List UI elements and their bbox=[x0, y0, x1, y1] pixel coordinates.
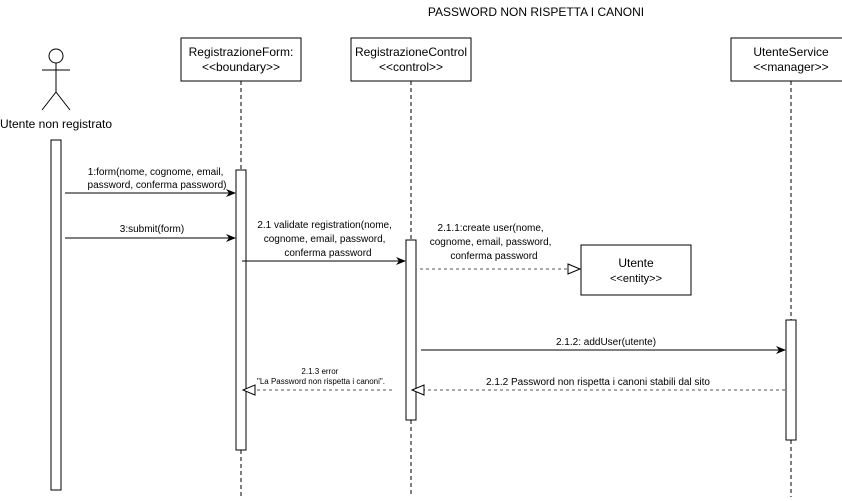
message-label-2-1-2: 2.1.2: addUser(utente) bbox=[556, 337, 656, 348]
message-label-2-1: 2.1 validate registration(nome, cognome,… bbox=[257, 220, 394, 259]
entity-name: Utente bbox=[618, 256, 654, 270]
actor-stick-figure-icon bbox=[41, 48, 71, 111]
activation-bar-service bbox=[785, 319, 797, 441]
activation-bar-form bbox=[235, 169, 247, 451]
lifeline-head-service[interactable] bbox=[730, 37, 842, 82]
lifeline-name-service: UtenteService bbox=[753, 45, 829, 59]
entity-box-utente[interactable] bbox=[580, 244, 692, 296]
lifeline-name-control: RegistrazioneControl bbox=[355, 45, 467, 59]
lifeline-name-form: RegistrazioneForm: bbox=[189, 45, 294, 59]
lifeline-stereotype-control: <<control>> bbox=[379, 60, 443, 74]
message-label-2-1-3: 2.1.3 error "La Password non rispetta i … bbox=[257, 367, 385, 386]
lifeline-stereotype-service: <<manager>> bbox=[753, 60, 828, 74]
message-label-3: 3:submit(form) bbox=[120, 224, 184, 235]
lifeline-stereotype-form: <<boundary>> bbox=[202, 60, 280, 74]
entity-stereotype: <<entity>> bbox=[610, 273, 662, 285]
activation-bar-control bbox=[405, 239, 417, 421]
actor-activation-bar bbox=[50, 139, 62, 491]
message-label-2-1-1: 2.1.1:create user(nome, cognome, email, … bbox=[430, 223, 555, 262]
message-label-1: 1:form(nome, cognome, email, password, c… bbox=[88, 167, 227, 191]
lifeline-head-control[interactable] bbox=[350, 37, 472, 82]
diagram-title: PASSWORD NON RISPETTA I CANONI bbox=[428, 5, 644, 19]
lifeline-head-form[interactable] bbox=[180, 37, 302, 82]
actor-label: Utente non registrato bbox=[0, 117, 112, 131]
message-label-2-1-2-return: 2.1.2 Password non rispetta i canoni sta… bbox=[486, 377, 710, 388]
